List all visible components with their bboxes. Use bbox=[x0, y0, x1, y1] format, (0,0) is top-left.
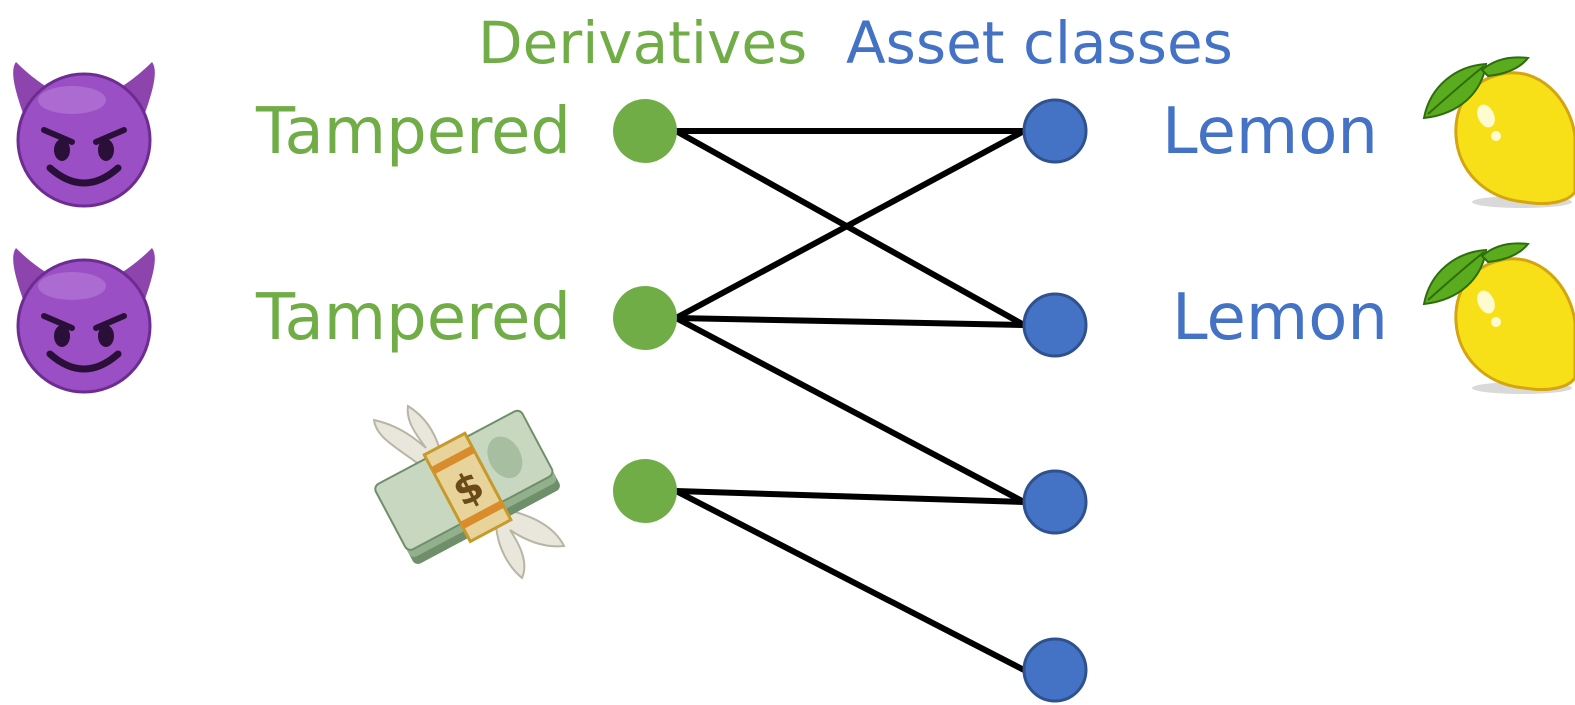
derivatives-header: Derivatives bbox=[478, 9, 808, 77]
lemon-icon bbox=[1422, 56, 1575, 208]
asset-node-1 bbox=[1022, 98, 1088, 164]
asset-label-2: Lemon bbox=[1172, 281, 1388, 355]
nodes-layer bbox=[613, 98, 1088, 703]
derivative-node-1 bbox=[613, 99, 677, 163]
edges-layer bbox=[673, 128, 1027, 673]
edge-2-2 bbox=[673, 315, 1027, 328]
edge-2-3 bbox=[673, 315, 1027, 505]
derivative-node-2 bbox=[613, 286, 677, 350]
derivative-node-3 bbox=[613, 459, 677, 523]
edge-3-3 bbox=[673, 488, 1027, 505]
asset-node-4 bbox=[1022, 637, 1088, 703]
lemon-icon bbox=[1422, 242, 1575, 394]
flying-money-icon: $ bbox=[372, 404, 566, 580]
edge-2-1 bbox=[673, 128, 1027, 321]
edge-1-2 bbox=[673, 128, 1027, 328]
asset-classes-header: Asset classes bbox=[846, 9, 1233, 77]
devil-face-icon bbox=[13, 62, 155, 208]
derivative-label-1: Tampered bbox=[256, 95, 571, 169]
asset-node-3 bbox=[1022, 469, 1088, 535]
derivative-label-2: Tampered bbox=[256, 281, 571, 355]
devil-face-icon bbox=[13, 248, 155, 394]
asset-node-2 bbox=[1022, 292, 1088, 358]
asset-label-1: Lemon bbox=[1162, 95, 1378, 169]
edge-3-4 bbox=[673, 488, 1027, 673]
